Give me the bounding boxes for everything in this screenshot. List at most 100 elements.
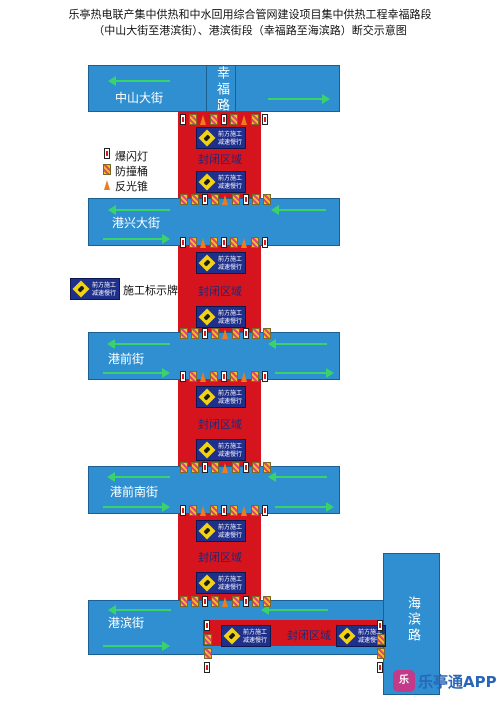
- barrel-icon: [263, 328, 271, 339]
- arrow-left: [261, 605, 328, 615]
- flash-lamp-icon: [202, 462, 208, 473]
- barrel-icon: [210, 371, 218, 382]
- barrier-column-east: [377, 620, 385, 673]
- road-name-zhongshan: 中山大街: [115, 91, 164, 105]
- barrier-row: [180, 194, 271, 205]
- barrel-icon: [252, 596, 260, 607]
- construction-sign: 前方施工减速慢行: [196, 386, 246, 408]
- barrel-icon: [377, 648, 385, 659]
- flash-lamp-icon: [221, 505, 227, 516]
- barrel-icon: [263, 194, 271, 205]
- flash-lamp-icon: [243, 194, 249, 205]
- barrel-icon: [210, 505, 218, 516]
- flash-lamp-icon: [262, 371, 268, 382]
- barrel-icon: [232, 596, 240, 607]
- barrier-row: [180, 237, 268, 248]
- barrel-icon: [191, 462, 199, 473]
- flash-lamp-icon: [180, 237, 186, 248]
- arrow-right: [275, 502, 334, 512]
- arrow-left: [271, 205, 326, 215]
- arrow-right: [103, 502, 170, 512]
- legend-cone-icon: [104, 179, 111, 190]
- flash-lamp-icon: [262, 114, 268, 125]
- cone-icon: [200, 237, 207, 248]
- cone-icon: [222, 462, 229, 473]
- barrel-icon: [204, 634, 212, 645]
- arrow-right: [275, 368, 334, 378]
- flash-lamp-icon: [221, 114, 227, 125]
- flash-lamp-icon: [204, 662, 210, 673]
- construction-sign: 前方施工减速慢行: [196, 252, 246, 274]
- closed-label-gangbin: 封闭区域: [287, 629, 331, 642]
- arrow-right: [268, 94, 330, 104]
- cone-icon: [222, 328, 229, 339]
- barrier-row: [180, 114, 268, 125]
- barrel-icon: [230, 237, 238, 248]
- arrow-left: [107, 472, 170, 482]
- closed-label-4: 封闭区域: [198, 551, 242, 564]
- flash-lamp-icon: [180, 371, 186, 382]
- arrow-right: [103, 368, 170, 378]
- closed-label-3: 封闭区域: [198, 418, 242, 431]
- construction-sign: 前方施工减速慢行: [196, 306, 246, 328]
- flash-lamp-icon: [243, 462, 249, 473]
- barrel-icon: [180, 596, 188, 607]
- arrow-left: [107, 339, 170, 349]
- flash-lamp-icon: [204, 620, 210, 631]
- barrel-icon: [230, 371, 238, 382]
- cone-icon: [222, 194, 229, 205]
- barrel-icon: [211, 328, 219, 339]
- barrel-icon: [232, 328, 240, 339]
- flash-lamp-icon: [180, 505, 186, 516]
- arrow-left: [268, 339, 327, 349]
- watermark-text: 乐亭通APP: [418, 672, 497, 691]
- flash-lamp-icon: [221, 237, 227, 248]
- cone-icon: [241, 371, 248, 382]
- barrel-icon: [210, 237, 218, 248]
- road-name-gangbin: 港滨街: [108, 616, 145, 630]
- barrel-icon: [189, 237, 197, 248]
- road-name-xingfu: 幸福路: [214, 66, 229, 114]
- cone-icon: [200, 505, 207, 516]
- construction-sign: 前方施工减速慢行: [196, 572, 246, 594]
- flash-lamp-icon: [180, 114, 186, 125]
- barrier-row: [180, 462, 271, 473]
- flash-lamp-icon: [377, 620, 383, 631]
- cone-icon: [200, 371, 207, 382]
- barrel-icon: [189, 371, 197, 382]
- diagram-title-line2: （中山大街至港滨街）、港滨街段（幸福路至海滨路）断交示意图: [93, 24, 407, 37]
- barrel-icon: [251, 114, 259, 125]
- barrier-row: [180, 328, 271, 339]
- flash-lamp-icon: [221, 371, 227, 382]
- flash-lamp-icon: [243, 328, 249, 339]
- closed-label-1: 封闭区域: [198, 153, 242, 166]
- barrel-icon: [210, 114, 218, 125]
- barrel-icon: [180, 328, 188, 339]
- barrier-row: [180, 371, 268, 382]
- legend-flash-lamp-icon: [104, 148, 110, 159]
- barrel-icon: [251, 237, 259, 248]
- barrel-icon: [251, 505, 259, 516]
- barrel-icon: [232, 194, 240, 205]
- road-name-gangqiannan: 港前南街: [110, 485, 159, 499]
- barrel-icon: [211, 596, 219, 607]
- barrel-icon: [252, 194, 260, 205]
- road-name-haibin: 海滨路: [405, 596, 420, 644]
- barrel-icon: [230, 505, 238, 516]
- flash-lamp-icon: [262, 505, 268, 516]
- barrel-icon: [252, 462, 260, 473]
- flash-lamp-icon: [202, 194, 208, 205]
- barrel-icon: [191, 194, 199, 205]
- construction-sign: 前方施工减速慢行: [196, 127, 246, 149]
- barrier-column-west: [204, 620, 212, 673]
- barrel-icon: [263, 462, 271, 473]
- barrel-icon: [232, 462, 240, 473]
- watermark: 乐 乐亭通APP: [393, 670, 497, 692]
- cone-icon: [241, 237, 248, 248]
- construction-sign: 前方施工减速慢行: [196, 171, 246, 193]
- watermark-logo-icon: 乐: [393, 670, 415, 692]
- barrel-icon: [211, 194, 219, 205]
- legend-flash-lamp-label: 爆闪灯: [115, 150, 148, 163]
- arrow-left: [268, 472, 327, 482]
- construction-sign: 前方施工减速慢行: [336, 625, 386, 647]
